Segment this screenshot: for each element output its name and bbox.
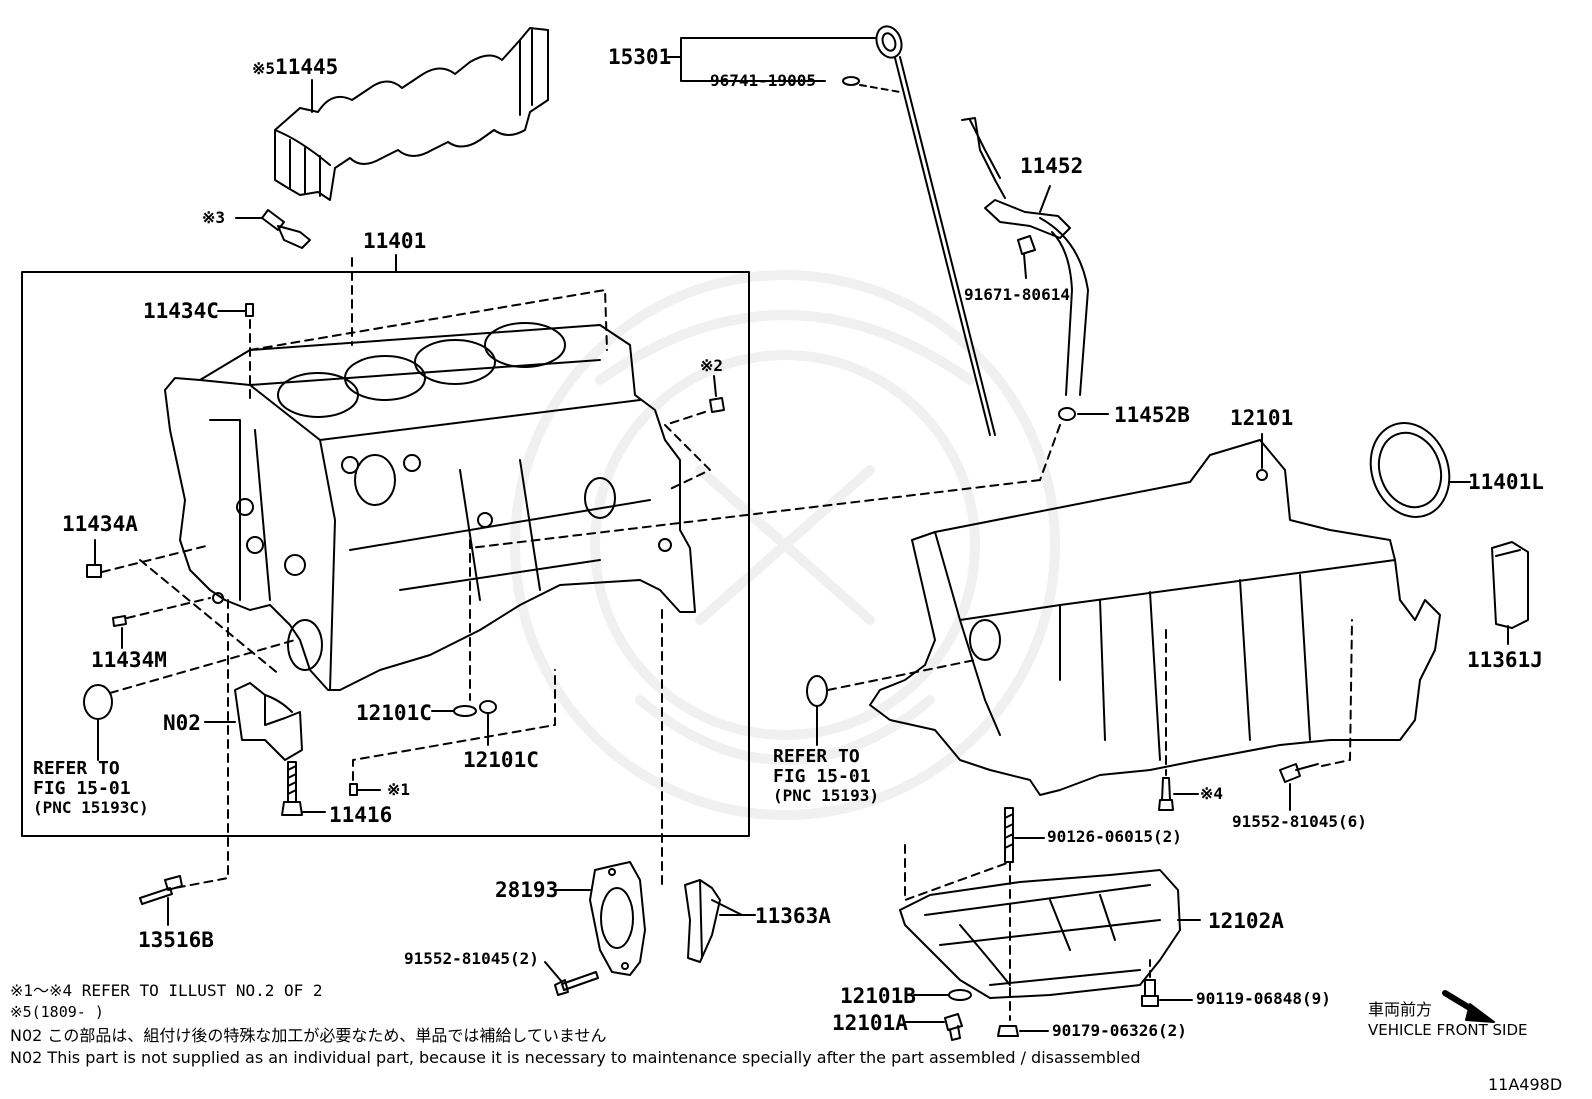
bracket-11363A-drawing [684, 879, 756, 963]
oring-left-drawing [83, 639, 296, 761]
dipstick-15301-drawing [667, 25, 996, 436]
oil-seal-11401L-drawing [1369, 422, 1471, 518]
oring-right-drawing [806, 659, 976, 746]
label-90179-06326[interactable]: 90179-06326(2) [1052, 1021, 1187, 1040]
label-mark-1[interactable]: ※1 [387, 780, 411, 799]
bolt-91552-2-drawing [544, 961, 599, 996]
label-12102A[interactable]: 12102A [1208, 909, 1284, 933]
label-mark-3[interactable]: ※3 [202, 208, 226, 227]
note-refer-illust: ※1～※4 REFER TO ILLUST NO.2 OF 2 [10, 981, 323, 1000]
watermark-emblem [510, 270, 1060, 820]
label-91552-81045-6[interactable]: 91552-81045(6) [1232, 812, 1367, 831]
label-N02[interactable]: N02 [163, 711, 201, 735]
refer-right-line1: REFER TO [773, 746, 860, 767]
pin-11434A-M-drawing [86, 539, 281, 676]
label-11416[interactable]: 11416 [329, 803, 393, 827]
label-11434C[interactable]: 11434C [143, 299, 219, 323]
label-91671-80614[interactable]: 91671-80614 [964, 285, 1070, 304]
label-11445[interactable]: ※511445 [252, 57, 338, 78]
label-28193[interactable]: 28193 [495, 878, 559, 902]
insulator-11445-drawing [274, 27, 549, 201]
label-91552-81045-2[interactable]: 91552-81045(2) [404, 949, 539, 968]
bearing-cap-N02-drawing [204, 682, 303, 761]
label-12101C-a[interactable]: 12101C [356, 701, 432, 725]
sensor-3-drawing [235, 209, 311, 249]
crankcase-12101-drawing [869, 433, 1441, 796]
label-12101[interactable]: 12101 [1230, 406, 1294, 430]
part-number-11445: 11445 [275, 55, 339, 79]
guide-11452-drawing [469, 117, 1109, 549]
label-11361J[interactable]: 11361J [1467, 648, 1543, 672]
label-11363A[interactable]: 11363A [755, 904, 831, 928]
refer-left-line3: (PNC 15193C) [33, 798, 149, 817]
vehicle-front-arrow-icon [1442, 990, 1495, 1023]
label-12101C-b[interactable]: 12101C [463, 748, 539, 772]
block-assembly-frame [21, 271, 750, 837]
note-N02-en: N02 This part is not supplied as an indi… [10, 1048, 1141, 1067]
label-12101A[interactable]: 12101A [832, 1011, 908, 1035]
refer-left-line1: REFER TO [33, 758, 120, 779]
label-11434M[interactable]: 11434M [91, 648, 167, 672]
refer-left-line2: FIG 15-01 [33, 778, 131, 799]
note-N02-jp: N02 この部品は、組付け後の特殊な加工が必要なため、単品では補給していません [10, 1026, 607, 1045]
cover-11361J-drawing [1491, 541, 1529, 645]
oil-pan-12102A-drawing [899, 844, 1201, 999]
label-11434A[interactable]: 11434A [62, 512, 138, 536]
refer-right-line2: FIG 15-01 [773, 766, 871, 787]
drain-parts-drawing [904, 959, 1193, 1041]
dowel-leaders [217, 289, 725, 491]
label-11452[interactable]: 11452 [1020, 154, 1084, 178]
gasket-28193-drawing [554, 609, 663, 976]
oring-12101C-drawing [349, 539, 556, 796]
label-11401L[interactable]: 11401L [1468, 470, 1544, 494]
label-96741-19005[interactable]: 96741-19005 [710, 71, 816, 90]
mark-5: ※5 [252, 59, 276, 78]
label-90126-06015[interactable]: 90126-06015(2) [1047, 827, 1182, 846]
label-11452B[interactable]: 11452B [1114, 403, 1190, 427]
label-90119-06848[interactable]: 90119-06848(9) [1196, 989, 1331, 1008]
refer-right-line3: (PNC 15193) [773, 786, 879, 805]
refer-right[interactable]: REFER TO FIG 15-01 (PNC 15193) [773, 748, 879, 804]
label-mark-4[interactable]: ※4 [1200, 784, 1224, 803]
label-15301[interactable]: 15301 [608, 45, 672, 69]
label-mark-2[interactable]: ※2 [700, 356, 724, 375]
vehicle-front-jp: 車両前方 [1368, 1000, 1433, 1019]
label-11401[interactable]: 11401 [363, 229, 427, 253]
cylinder-block-drawing [164, 322, 696, 691]
diagram-id: 11A498D [1488, 1075, 1563, 1094]
bolt-11416-drawing [281, 761, 326, 816]
fasteners-right-drawing [1004, 619, 1353, 1021]
bolt-13516B-drawing [139, 599, 229, 926]
label-13516B[interactable]: 13516B [138, 928, 214, 952]
vehicle-front-en: VEHICLE FRONT SIDE [1368, 1021, 1528, 1039]
refer-left[interactable]: REFER TO FIG 15-01 (PNC 15193C) [33, 760, 149, 816]
label-12101B[interactable]: 12101B [840, 984, 916, 1008]
note-mark-5: ※5(1809- ) [10, 1003, 104, 1021]
